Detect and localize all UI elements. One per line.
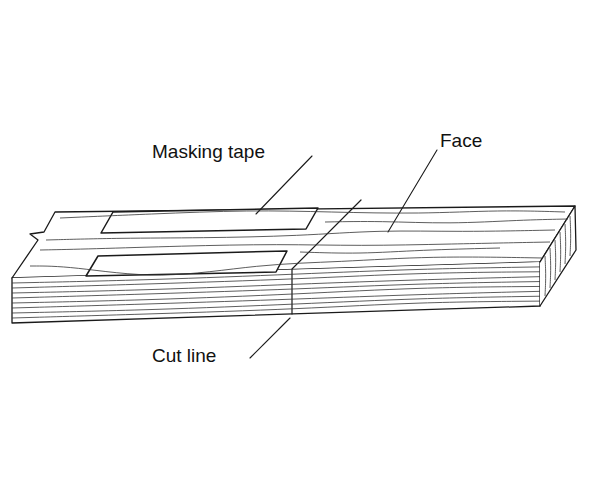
part-label: Masking tape bbox=[150, 142, 267, 163]
part-label: Face bbox=[438, 131, 484, 152]
leader-line bbox=[250, 318, 290, 358]
layer-line bbox=[12, 267, 540, 283]
grain-line bbox=[46, 230, 555, 240]
wood-grain bbox=[12, 211, 571, 318]
leader-line bbox=[256, 156, 312, 214]
end-grain-line bbox=[565, 224, 567, 264]
grain-line bbox=[300, 248, 500, 253]
end-grain-line bbox=[560, 232, 562, 272]
layer-line bbox=[12, 296, 540, 313]
end-grain-line bbox=[555, 240, 557, 280]
leader-line bbox=[388, 150, 437, 232]
layer-line bbox=[12, 282, 540, 298]
layer-line bbox=[12, 286, 540, 303]
part-label: Cut line bbox=[150, 346, 218, 367]
grain-line bbox=[325, 219, 568, 223]
layer-line bbox=[12, 301, 540, 318]
grain-line bbox=[60, 211, 565, 218]
layer-line bbox=[12, 272, 540, 288]
board-end-face bbox=[540, 206, 576, 306]
layer-line bbox=[12, 291, 540, 308]
end-grain-line bbox=[545, 256, 547, 296]
layer-line bbox=[12, 277, 540, 293]
end-grain-line bbox=[570, 216, 572, 256]
end-grain-line bbox=[550, 248, 552, 288]
